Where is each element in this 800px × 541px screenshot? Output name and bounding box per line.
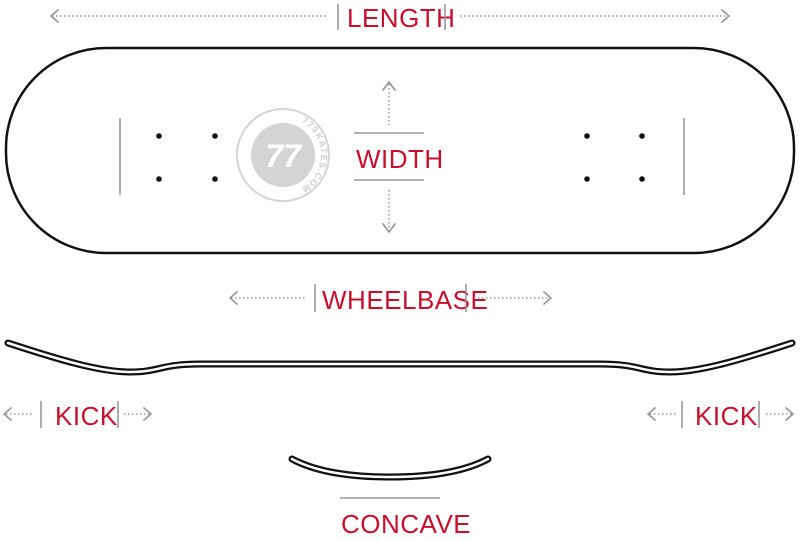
- width-label: WIDTH: [356, 144, 444, 174]
- wheelbase-label: WHEELBASE: [322, 285, 488, 315]
- kick-right-label: KICK: [695, 401, 758, 431]
- concave-dimension: CONCAVE: [340, 497, 471, 539]
- deck-top-view: 77 77SKATES.COM WIDTH: [4, 46, 796, 255]
- left-truck-bolts: [156, 133, 218, 182]
- kick-left-dimension: KICK: [3, 401, 152, 431]
- kick-right-dimension: KICK: [647, 401, 794, 431]
- logo-mark: 77: [265, 138, 303, 174]
- concave-label: CONCAVE: [341, 509, 471, 539]
- concave-profile: [288, 455, 492, 481]
- length-dimension: LENGTH: [50, 3, 730, 33]
- kick-left-label: KICK: [55, 401, 118, 431]
- right-truck-bolts: [584, 133, 645, 182]
- deck-outline: [4, 46, 796, 255]
- length-label: LENGTH: [347, 3, 455, 33]
- width-dimension: WIDTH: [354, 81, 444, 233]
- wheelbase-dimension: WHEELBASE: [229, 284, 552, 315]
- deck-side-profile: [4, 339, 796, 376]
